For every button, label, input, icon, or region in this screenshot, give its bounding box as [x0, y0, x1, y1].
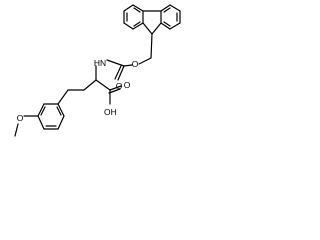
amino-acid-backbone: [57, 79, 122, 105]
fmoc-linker: [95, 33, 153, 81]
methoxyphenyl-ring: [23, 103, 65, 130]
fluorene-five-ring: [142, 10, 162, 35]
methoxy-oxygen-label: O: [17, 113, 24, 123]
carbamate-oxygen-label: O: [116, 81, 123, 91]
acid-hydroxyl-label: OH: [104, 107, 117, 117]
ether-oxygen-label: O: [132, 59, 139, 69]
carbonyl-oxygen-label: O: [124, 80, 131, 90]
fluorene-left-ring: [123, 4, 144, 30]
methoxy-group: [14, 123, 19, 137]
nitrogen-label: HN: [94, 58, 106, 68]
fluorene-right-ring: [160, 4, 181, 30]
chemical-structure-diagram: O O HN O OH O: [14, 4, 181, 137]
